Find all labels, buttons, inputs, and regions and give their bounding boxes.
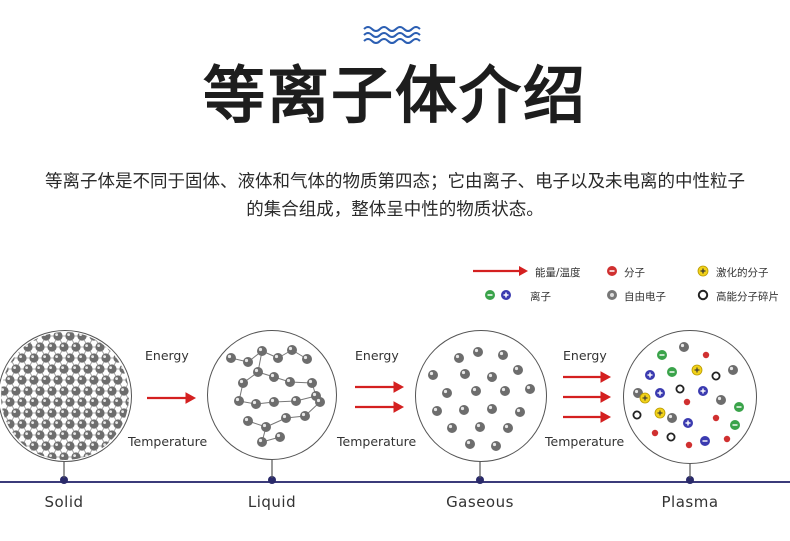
legend-excited-molecule: 激化的分子 [716, 267, 769, 279]
plasma-molecule [723, 435, 731, 443]
plasma-molecule [683, 398, 691, 406]
temperature-label-3: Temperature [545, 434, 625, 449]
description-line-2: 的集合组成，整体呈中性的物质状态。 [246, 200, 544, 220]
legend-molecule-icon [607, 266, 617, 276]
plasma-fragment [675, 384, 685, 394]
solid-circle [0, 330, 132, 462]
plasma-fragment [632, 410, 642, 420]
tick-liquid [268, 476, 276, 484]
legend-energy-temp: 能量/温度 [535, 267, 581, 279]
plasma-fragment [711, 371, 721, 381]
energy-label-3: Energy [563, 348, 607, 363]
tick-plasma [686, 476, 694, 484]
page-title: 等离子体介绍 [202, 59, 587, 132]
tick-gaseous [476, 476, 484, 484]
legend-ion: 离子 [530, 291, 551, 303]
energy-label-2: Energy [355, 348, 399, 363]
state-label-solid: Solid [44, 493, 84, 511]
state-label-plasma: Plasma [661, 493, 719, 511]
energy-arrow-2 [355, 381, 405, 413]
legend-ion-icon [485, 290, 511, 300]
description: 等离子体是不同于固体、液体和气体的物质第四态；它由离子、电子以及未电离的中性粒子… [0, 168, 790, 224]
tick-solid [60, 476, 68, 484]
energy-arrow-3 [563, 371, 612, 423]
legend-fragment-icon [697, 289, 709, 301]
energy-arrow-1 [147, 392, 197, 404]
plasma-molecule [651, 429, 659, 437]
state-label-liquid: Liquid [247, 493, 297, 511]
legend-arrow-icon [473, 266, 528, 276]
wave-decoration-icon [363, 26, 421, 44]
state-label-gaseous: Gaseous [446, 493, 514, 511]
plasma-molecule [712, 414, 720, 422]
energy-label-1: Energy [145, 348, 189, 363]
plasma-fragment [666, 432, 676, 442]
plasma-molecule [685, 441, 693, 449]
legend-molecule: 分子 [624, 267, 645, 279]
legend-high-energy-fragment: 高能分子碎片 [716, 291, 779, 303]
temperature-label-1: Temperature [128, 434, 208, 449]
temperature-label-2: Temperature [337, 434, 417, 449]
plasma-molecule [702, 351, 710, 359]
description-line-1: 等离子体是不同于固体、液体和气体的物质第四态；它由离子、电子以及未电离的中性粒子 [45, 172, 745, 192]
timeline-axis [0, 481, 790, 483]
legend-free-electron: 自由电子 [624, 291, 666, 303]
legend-free-electron-icon [607, 290, 617, 300]
legend-excited-molecule-icon [697, 265, 709, 277]
